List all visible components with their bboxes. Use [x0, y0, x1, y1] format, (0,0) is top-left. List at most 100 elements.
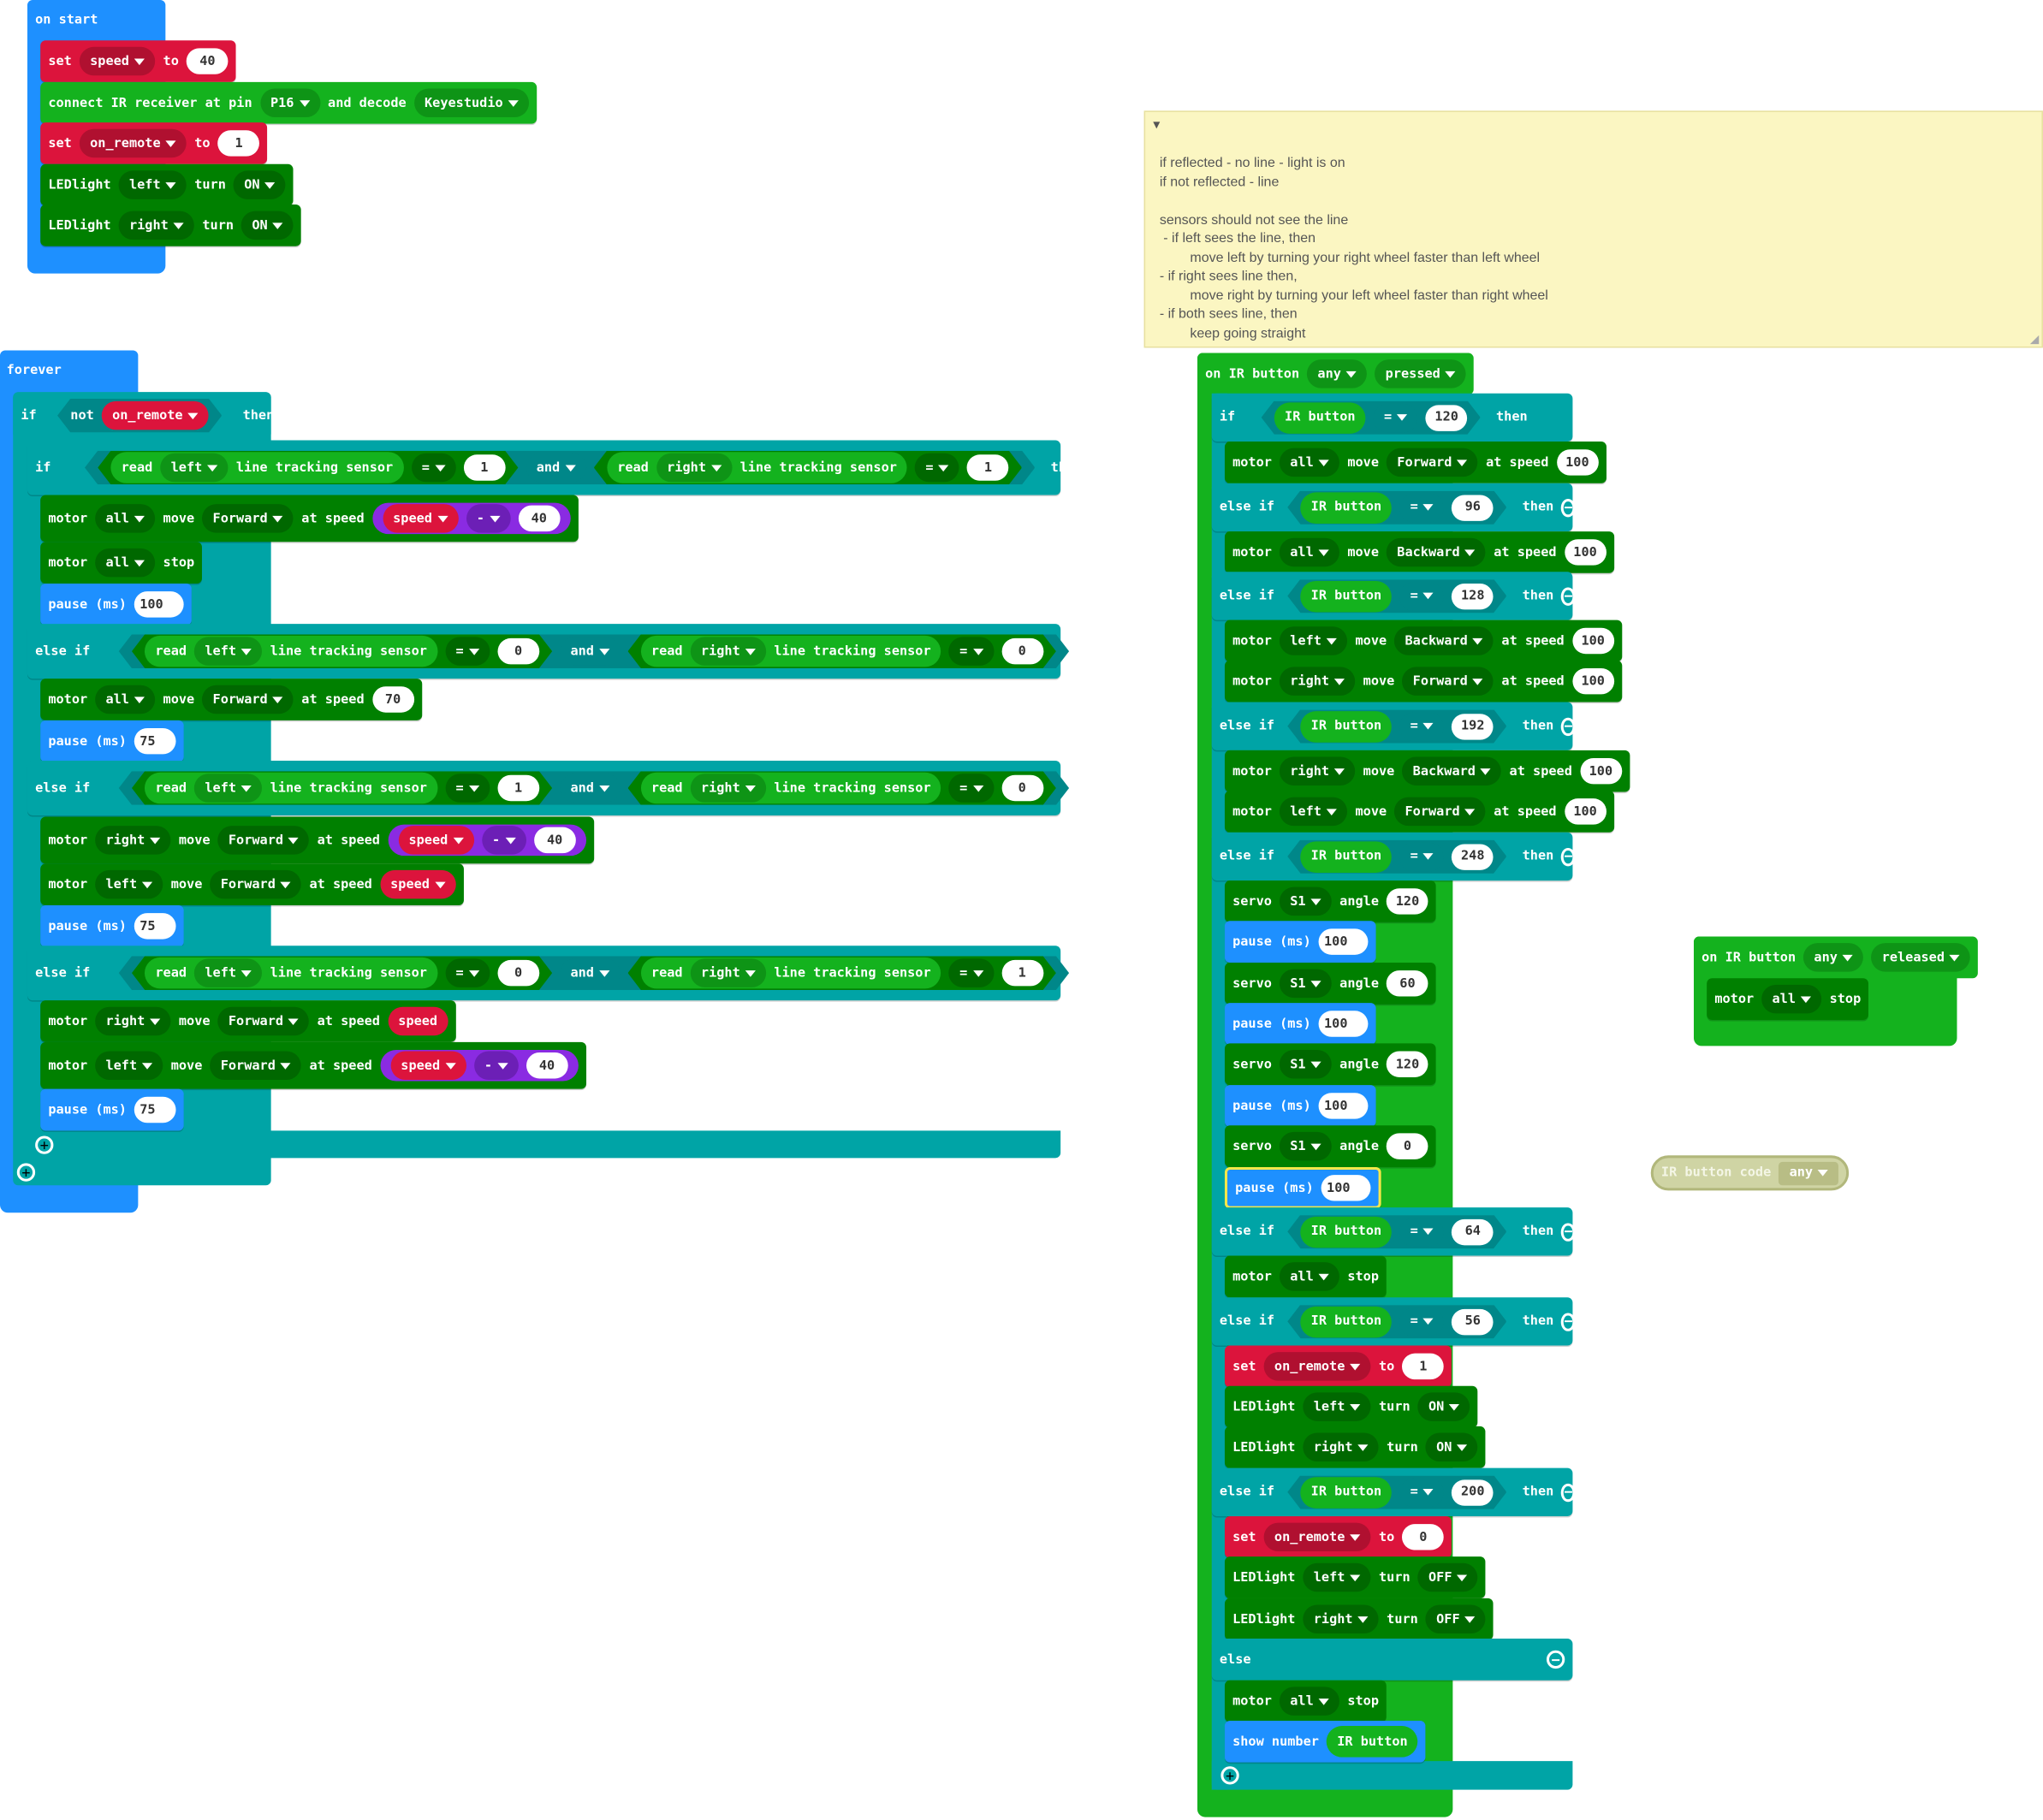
- operator-dropdown[interactable]: =: [445, 774, 490, 802]
- ir-button-reporter[interactable]: IR button: [1274, 402, 1366, 434]
- connect-ir-receiver-block[interactable]: connect IR receiver at pin P16 and decod…: [40, 81, 537, 124]
- pause-block[interactable]: pause (ms) 75: [40, 1088, 185, 1131]
- comment-collapse-icon[interactable]: ▾: [1153, 117, 1161, 133]
- direction-dropdown[interactable]: Forward: [202, 685, 294, 714]
- value-input[interactable]: 0: [1001, 638, 1043, 664]
- servo-dropdown[interactable]: S1: [1280, 1049, 1333, 1079]
- motor-dropdown[interactable]: all: [1280, 448, 1340, 477]
- remove-branch-icon[interactable]: −: [1561, 1312, 1576, 1331]
- operator-dropdown[interactable]: =: [1399, 712, 1444, 740]
- compare-ir-condition[interactable]: IR button=248: [1287, 839, 1506, 874]
- and-dropdown[interactable]: and: [526, 454, 586, 482]
- remove-branch-icon[interactable]: −: [1561, 498, 1576, 517]
- code-input[interactable]: 120: [1426, 405, 1468, 430]
- pause-block[interactable]: pause (ms) 75: [40, 904, 185, 947]
- operator-dropdown[interactable]: -: [473, 1051, 519, 1080]
- operator-dropdown[interactable]: =: [1399, 493, 1444, 521]
- else-if-ir-248-header[interactable]: else if IR button=248 then−: [1211, 832, 1576, 881]
- not-condition[interactable]: not on_remote: [57, 399, 222, 433]
- motor-dropdown[interactable]: left: [95, 869, 163, 899]
- direction-dropdown[interactable]: Backward: [1402, 756, 1502, 786]
- speed-value-input[interactable]: 40: [187, 48, 229, 74]
- else-if-ir-192-header[interactable]: else if IR button=192 then−: [1211, 702, 1576, 750]
- compare-ir-condition[interactable]: IR button=200: [1287, 1475, 1506, 1509]
- code-input[interactable]: 248: [1452, 844, 1494, 869]
- led-side-dropdown[interactable]: right: [118, 210, 195, 240]
- pause-block[interactable]: pause (ms) 75: [40, 720, 185, 762]
- value-input[interactable]: 1: [463, 454, 505, 480]
- else-header[interactable]: else −: [1211, 1639, 1573, 1681]
- comment-text[interactable]: if reflected - no line - light is on if …: [1159, 155, 1548, 341]
- speed-minus-expression[interactable]: speed-40: [379, 1049, 579, 1082]
- side-dropdown[interactable]: left: [160, 454, 228, 482]
- motor-dropdown[interactable]: left: [1280, 626, 1348, 655]
- motor-dropdown[interactable]: all: [1280, 1262, 1340, 1291]
- led-side-dropdown[interactable]: left: [118, 170, 187, 199]
- motor-dropdown[interactable]: all: [1761, 984, 1822, 1014]
- decoder-dropdown[interactable]: Keyestudio: [413, 88, 530, 118]
- ledlight-left-block[interactable]: LEDlight left turn ON: [40, 163, 294, 206]
- motor-dropdown[interactable]: right: [95, 826, 171, 855]
- speed-input[interactable]: 100: [1556, 449, 1599, 476]
- remove-branch-icon[interactable]: −: [1561, 847, 1576, 866]
- ir-button-reporter[interactable]: IR button: [1300, 1216, 1392, 1248]
- speed-input[interactable]: 100: [1571, 627, 1614, 655]
- operator-dropdown[interactable]: =: [949, 774, 994, 802]
- if-ir-120-header[interactable]: if IR button=120 then: [1211, 393, 1573, 442]
- pause-dropdown[interactable]: 75: [134, 1096, 176, 1123]
- variable-on-remote-dropdown[interactable]: on_remote: [102, 401, 209, 430]
- pause-dropdown[interactable]: 75: [134, 913, 176, 940]
- led-state-dropdown[interactable]: ON: [1425, 1432, 1478, 1462]
- remove-branch-icon[interactable]: −: [1124, 779, 1138, 797]
- direction-dropdown[interactable]: Backward: [1387, 537, 1487, 567]
- event-dropdown[interactable]: released: [1871, 943, 1971, 972]
- add-else-button[interactable]: +: [1217, 1763, 1243, 1788]
- operator-dropdown[interactable]: =: [915, 454, 959, 482]
- button-dropdown[interactable]: any: [1803, 943, 1864, 972]
- direction-dropdown[interactable]: Backward: [1394, 626, 1494, 655]
- add-else-button[interactable]: +: [32, 1132, 57, 1158]
- operator-dropdown[interactable]: =: [1399, 1307, 1444, 1336]
- operator-dropdown[interactable]: =: [1399, 842, 1444, 870]
- direction-dropdown[interactable]: Forward: [210, 869, 302, 899]
- value-input[interactable]: 0: [497, 638, 539, 664]
- compare-ir-condition[interactable]: IR button=96: [1287, 490, 1506, 525]
- speed-minus-expression[interactable]: speed-40: [388, 824, 586, 857]
- on-remote-value-input[interactable]: 1: [217, 130, 260, 157]
- motor-dropdown[interactable]: left: [1280, 797, 1348, 827]
- ir-button-reporter[interactable]: IR button: [1300, 580, 1392, 612]
- led-side-dropdown[interactable]: left: [1303, 1562, 1371, 1592]
- pause-dropdown[interactable]: 100: [1318, 1011, 1369, 1037]
- value-input[interactable]: 0: [497, 960, 539, 986]
- variable-speed-dropdown[interactable]: speed: [390, 1051, 466, 1080]
- operator-dropdown[interactable]: =: [1399, 582, 1444, 610]
- led-state-dropdown[interactable]: ON: [241, 210, 294, 240]
- variable-on-remote-dropdown[interactable]: on_remote: [79, 128, 187, 158]
- else-if-ir-64-header[interactable]: else if IR button=64 then−: [1211, 1207, 1576, 1256]
- led-side-dropdown[interactable]: left: [1303, 1392, 1371, 1421]
- variable-on-remote-dropdown[interactable]: on_remote: [1263, 1522, 1371, 1552]
- motor-dropdown[interactable]: all: [95, 685, 156, 714]
- set-on-remote-block[interactable]: set on_remote to 1: [40, 122, 268, 164]
- motor-all-forward-block[interactable]: motor all move Forward at speed speed-40: [40, 495, 579, 542]
- motor-all-forward-block[interactable]: motor all move Forward at speed 70: [40, 679, 422, 720]
- remove-branch-icon[interactable]: −: [1561, 1222, 1576, 1241]
- speed-minus-expression[interactable]: speed-40: [371, 502, 571, 535]
